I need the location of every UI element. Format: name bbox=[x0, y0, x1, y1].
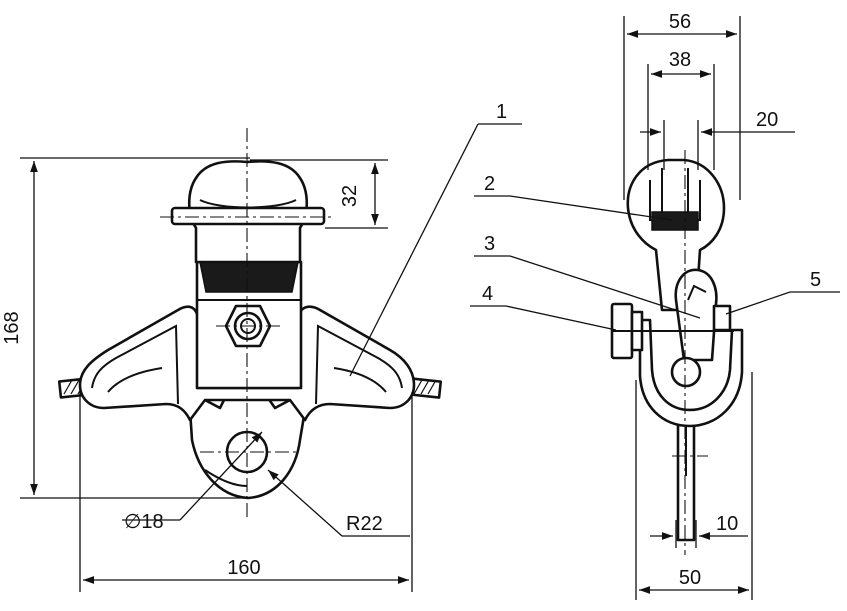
dim-r22-label: R22 bbox=[346, 513, 383, 535]
dim-160-label: 160 bbox=[227, 557, 260, 579]
callout-1-label: 1 bbox=[496, 101, 507, 123]
tongue-part-3 bbox=[674, 268, 718, 362]
dim-50-label: 50 bbox=[679, 567, 701, 589]
side-view: 56 38 20 10 50 2 3 4 bbox=[470, 11, 840, 600]
front-view: 32 168 160 ∅18 R22 1 bbox=[1, 101, 522, 592]
nut-part-5 bbox=[712, 304, 732, 332]
callout-4-label: 4 bbox=[482, 283, 493, 305]
callout-5-label: 5 bbox=[810, 269, 821, 291]
dim-56-label: 56 bbox=[669, 11, 691, 33]
clamp-body-part-1 bbox=[78, 305, 416, 422]
dim-20-label: 20 bbox=[756, 109, 778, 131]
callout-3-label: 3 bbox=[484, 233, 495, 255]
cross-pin bbox=[170, 206, 326, 226]
hook-body bbox=[638, 318, 744, 428]
roller bbox=[670, 356, 702, 388]
dim-dia-18-label: ∅18 bbox=[124, 511, 164, 533]
inner-pin-part-2 bbox=[651, 211, 699, 231]
callout-2-label: 2 bbox=[484, 173, 495, 195]
dim-38-label: 38 bbox=[669, 49, 691, 71]
conductor-right bbox=[407, 377, 443, 399]
dim-10-label: 10 bbox=[716, 513, 738, 535]
dim-32-label: 32 bbox=[339, 185, 361, 207]
dim-168-label: 168 bbox=[1, 311, 23, 344]
